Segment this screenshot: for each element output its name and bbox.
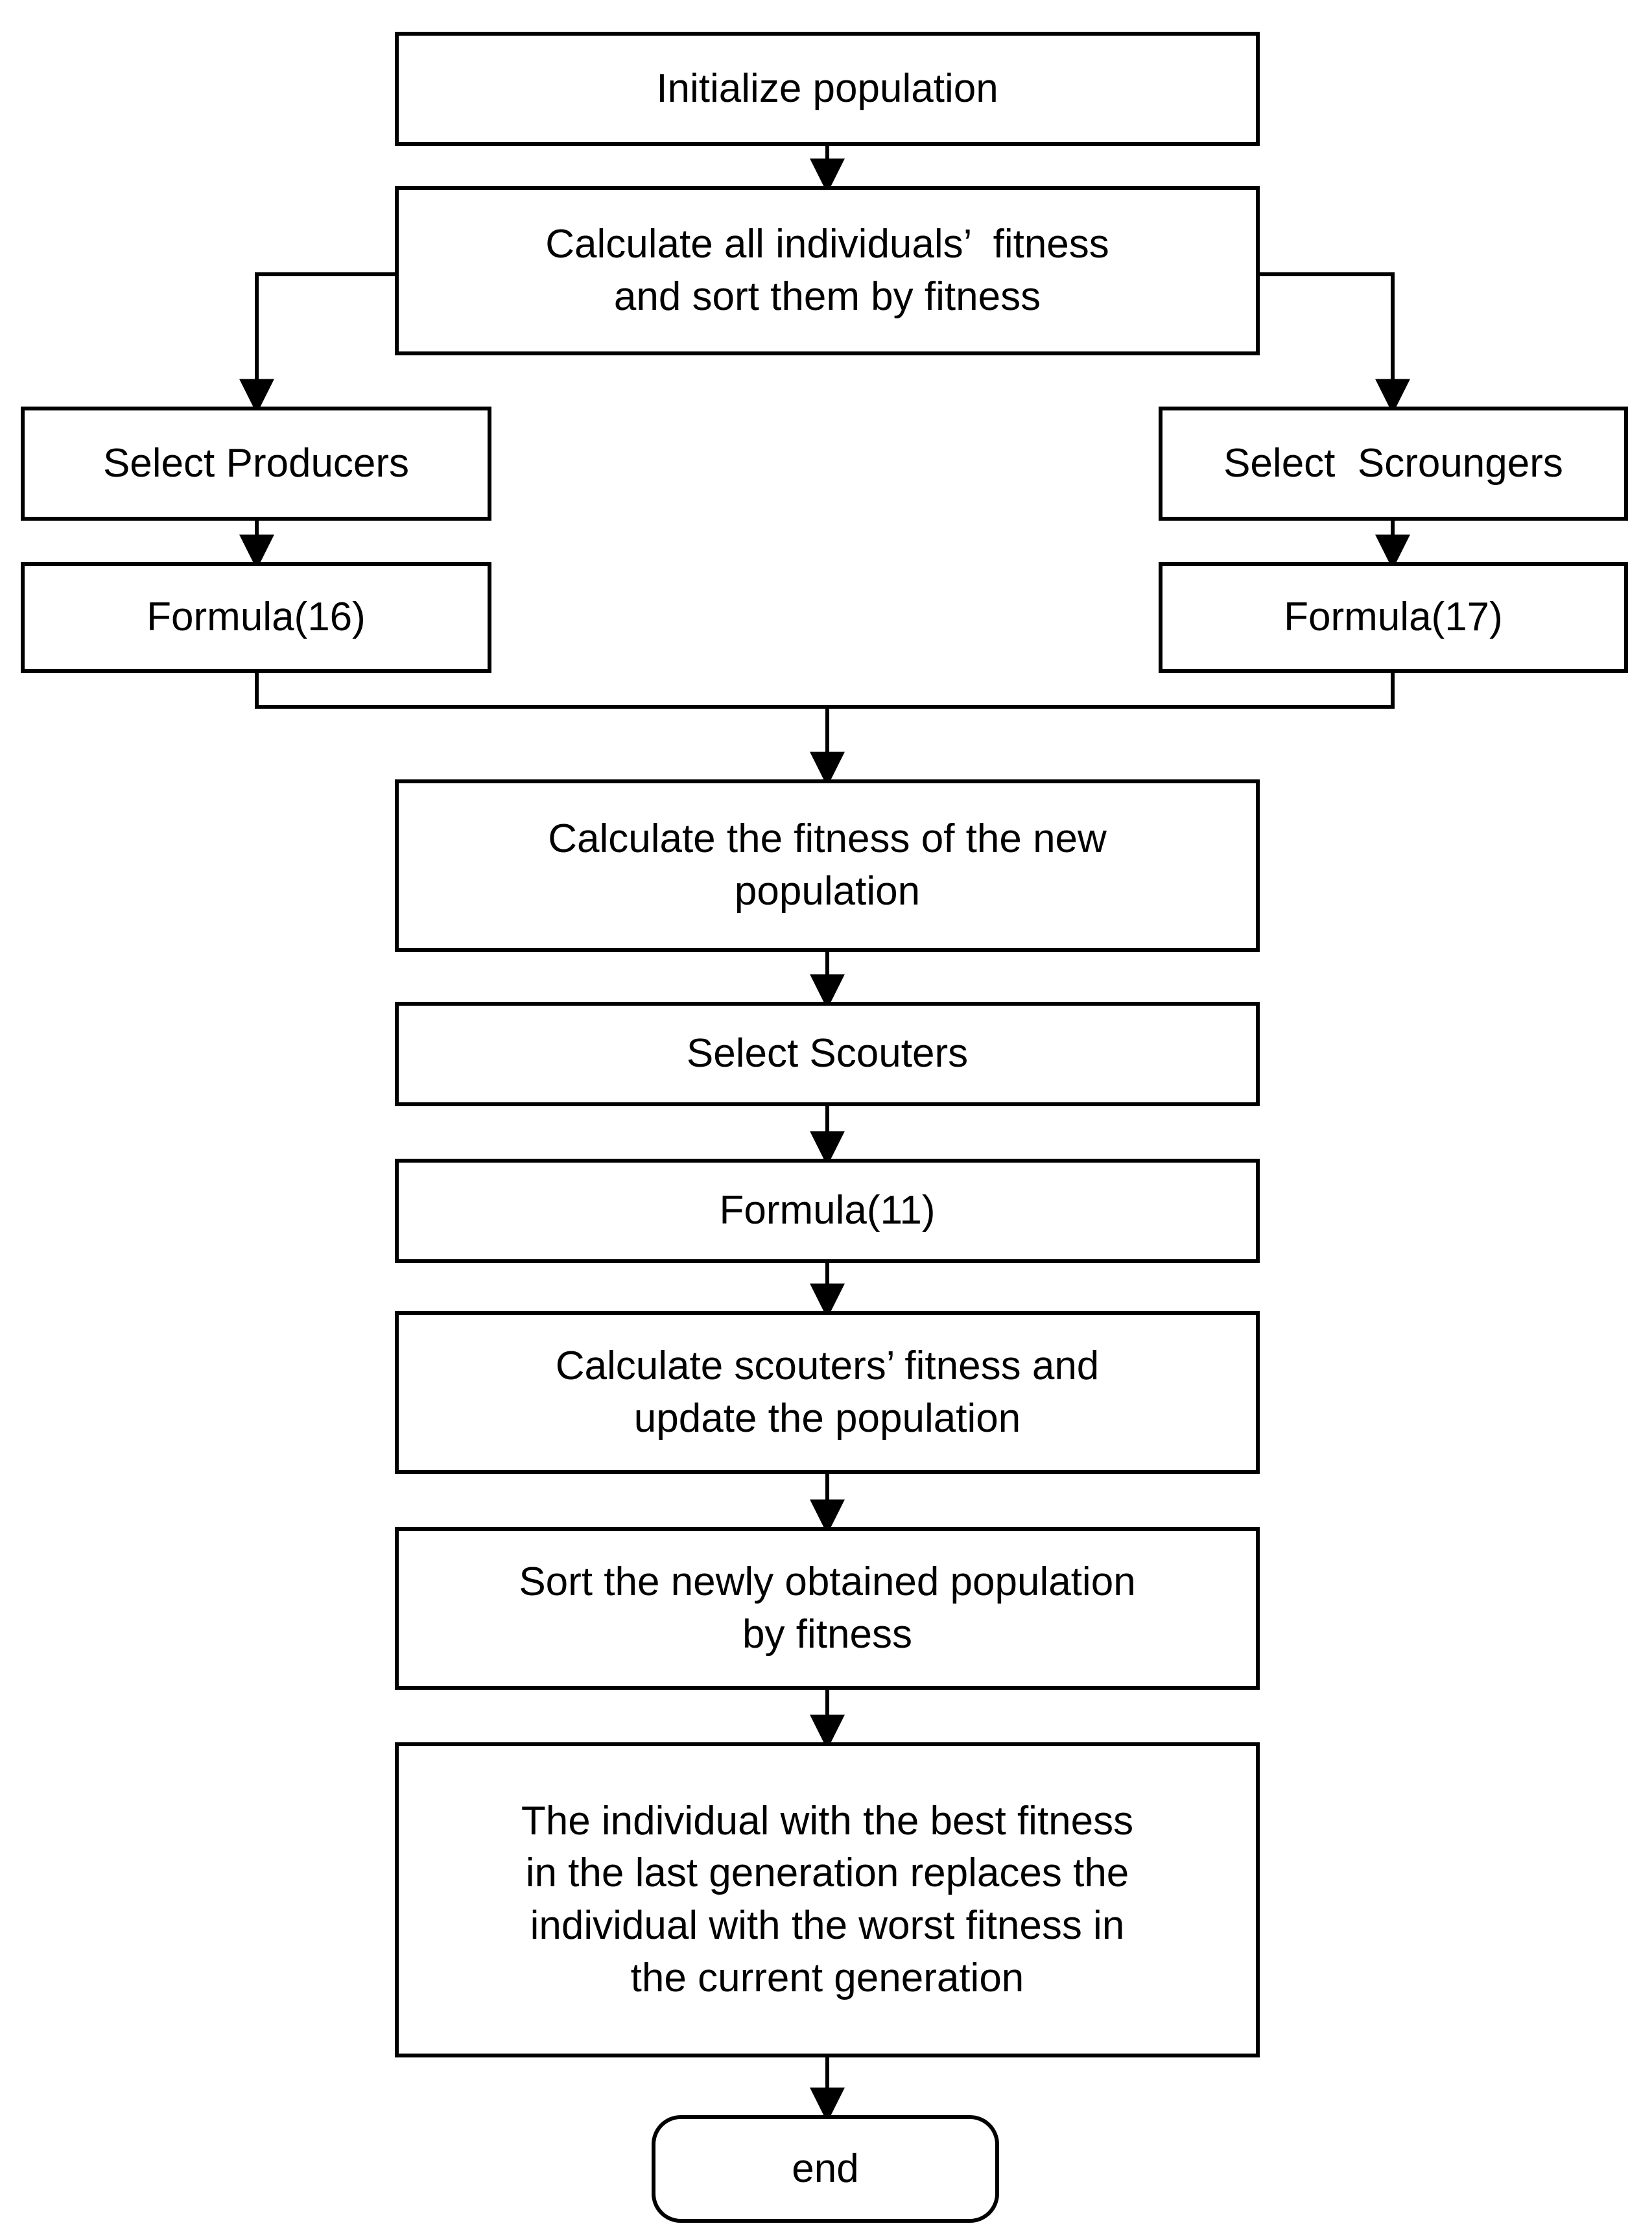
node-calculate-scouters-fitness[interactable] — [395, 1311, 1260, 1474]
node-formula-17[interactable] — [1159, 562, 1628, 673]
edge-formula16-to-merge — [255, 671, 827, 709]
edge-calculate-to-scroungers — [1258, 272, 1410, 414]
node-select-producers[interactable] — [21, 407, 491, 521]
node-replace-worst-individual[interactable] — [395, 1742, 1260, 2057]
node-calculate-sort-fitness[interactable] — [395, 186, 1260, 355]
node-select-scroungers[interactable] — [1159, 407, 1628, 521]
node-end[interactable] — [652, 2115, 999, 2223]
node-formula-16[interactable] — [21, 562, 491, 673]
edge-formula17-to-merge — [827, 671, 1395, 709]
node-layer — [21, 32, 1628, 2223]
edge-calculate-to-producers — [239, 272, 397, 414]
node-sort-new-population[interactable] — [395, 1527, 1260, 1690]
node-formula-11[interactable] — [395, 1159, 1260, 1263]
node-initialize-population[interactable] — [395, 32, 1260, 146]
edge-layer — [239, 144, 1410, 2123]
node-select-scouters[interactable] — [395, 1002, 1260, 1106]
node-calculate-new-population-fitness[interactable] — [395, 779, 1260, 952]
